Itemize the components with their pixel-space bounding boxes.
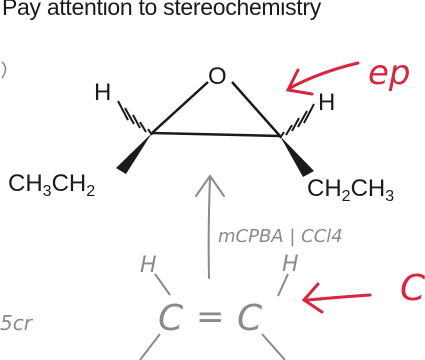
alkene-h-bonds <box>154 273 289 297</box>
epoxide-right-ethyl-label: CH2CH3 <box>307 175 394 205</box>
epoxide-oxygen-label: O <box>208 63 227 90</box>
epoxide-left-ethyl-label: CH3CH2 <box>8 170 95 200</box>
epoxide-c-c-bond <box>151 131 281 138</box>
reaction-arrow-up <box>195 174 225 279</box>
epoxide-h-left-label: H <box>94 79 111 106</box>
reagent-label: mCPBA | CCl4 <box>218 226 343 247</box>
alkene-double-bond: = <box>196 297 225 337</box>
alkene-substituent-bonds <box>139 333 286 360</box>
solid-wedge-right <box>280 136 314 177</box>
alkene-h-right-label: H <box>282 252 299 277</box>
alkene-h-left-label: H <box>140 253 157 278</box>
red-arrow-top <box>285 61 360 96</box>
solid-wedge-left <box>116 133 152 174</box>
epoxide-c-o-bond-left <box>151 81 209 134</box>
page-title: Pay attention to stereochemistry <box>2 0 321 20</box>
margin-note: 5cr <box>0 311 34 335</box>
red-arrow-bottom <box>301 282 372 314</box>
alkene-carbon-left: C <box>158 298 184 339</box>
alkene-carbon-right: C <box>237 298 263 339</box>
hashed-wedge-right <box>279 103 315 139</box>
red-annotation-top: ep <box>368 53 411 93</box>
hashed-wedge-left <box>117 100 153 136</box>
red-annotation-bottom: C <box>400 268 425 309</box>
margin-bracket-mark <box>1 61 7 79</box>
epoxide-c-o-bond-right <box>231 81 281 137</box>
epoxide-h-right-label: H <box>318 89 335 116</box>
